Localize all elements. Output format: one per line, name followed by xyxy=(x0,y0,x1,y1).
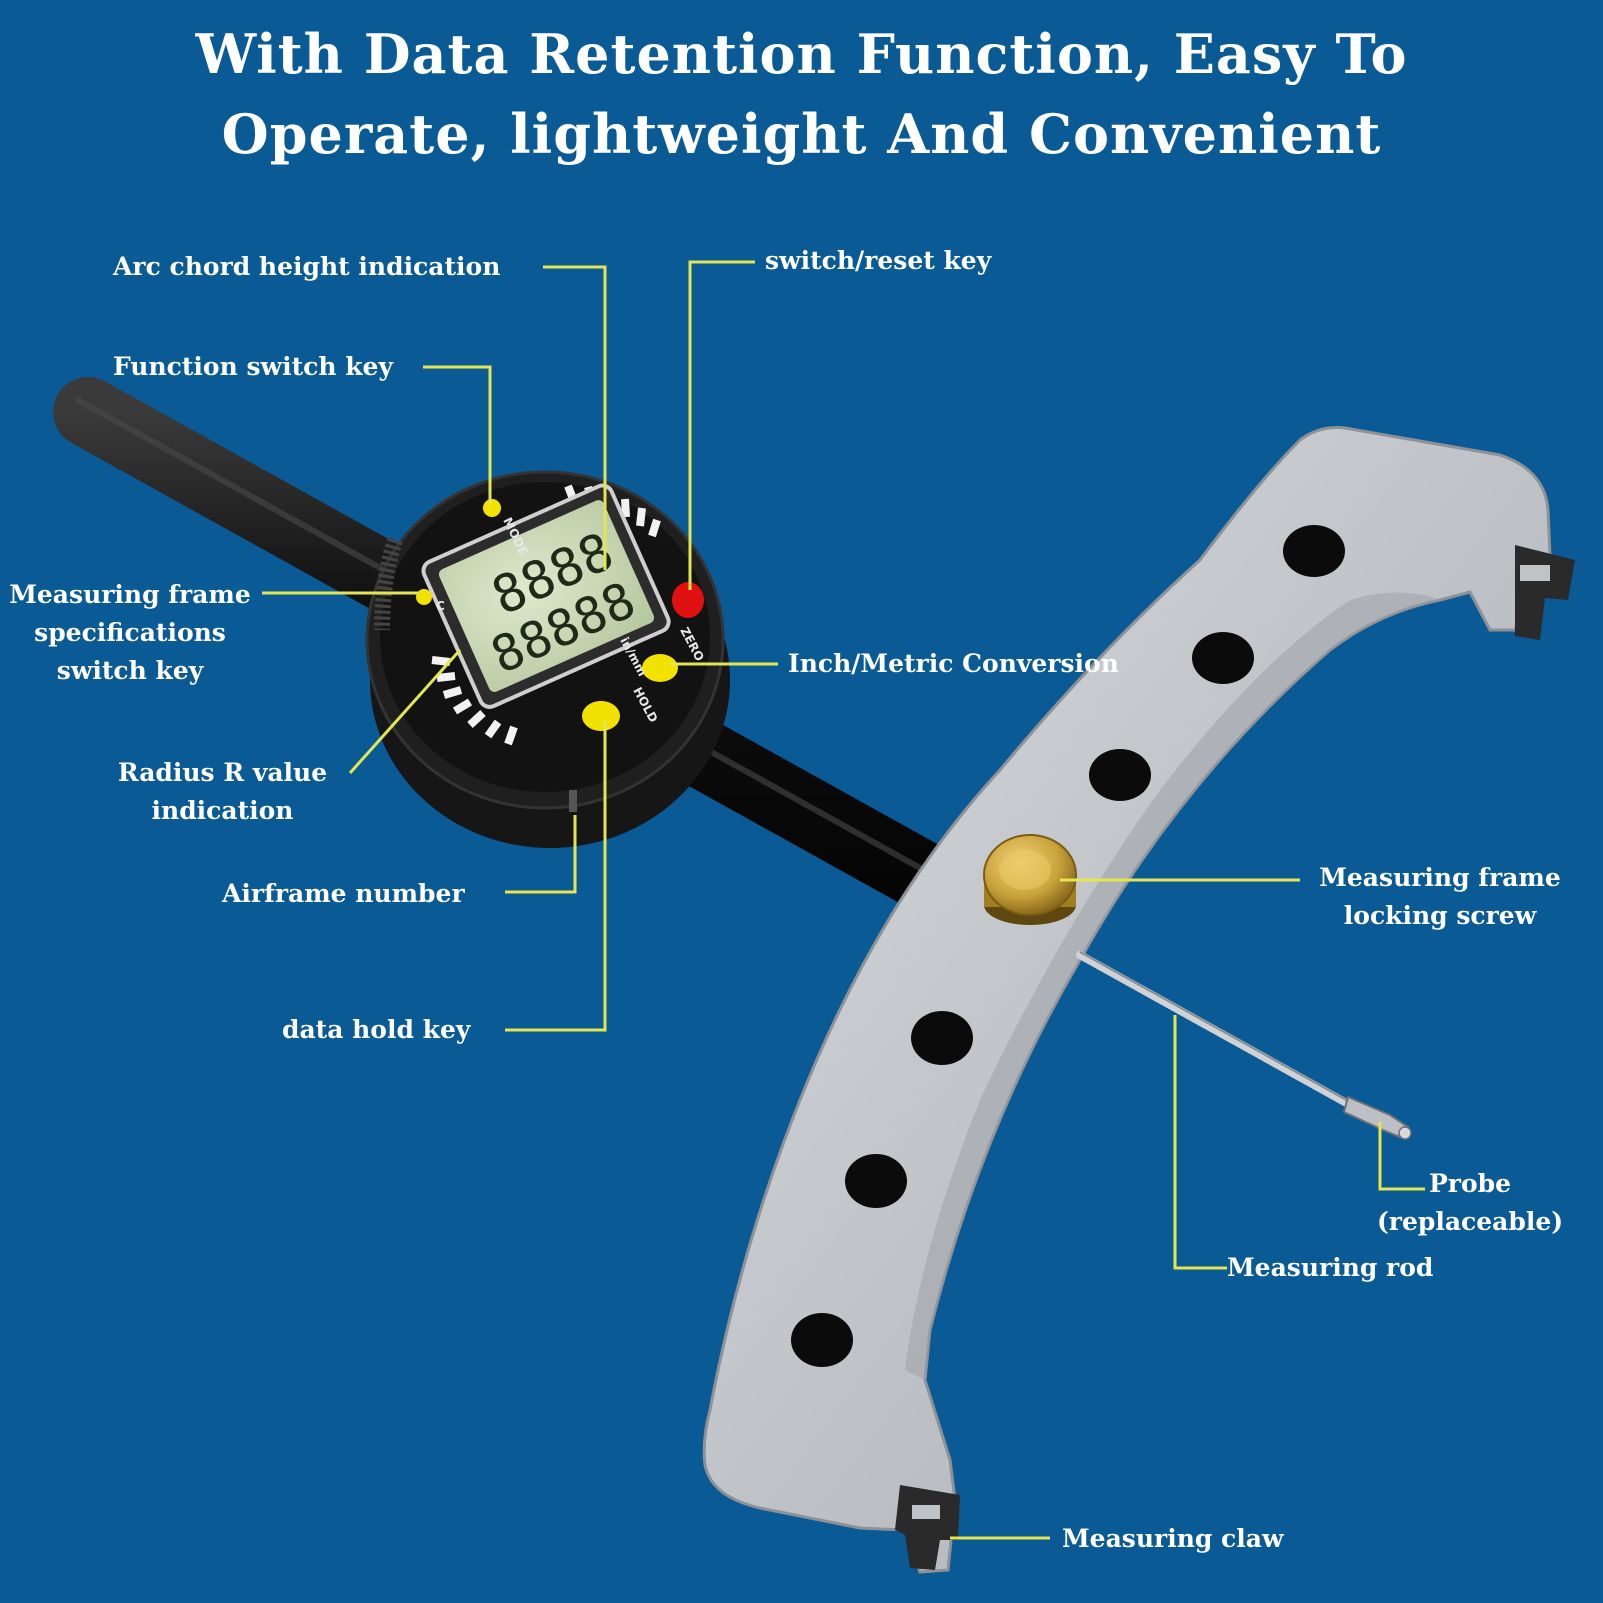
measuring-rod xyxy=(1076,951,1354,1109)
label-frame-spec-switch: Measuring frame specifications switch ke… xyxy=(0,576,260,690)
title-line-1: With Data Retention Function, Easy To xyxy=(195,22,1408,86)
measuring-claw xyxy=(895,1485,960,1570)
measuring-frame xyxy=(702,426,1575,1574)
lcd-display: 8888 88888 xyxy=(421,483,671,709)
label-frame-spec-line-3: switch key xyxy=(56,656,204,685)
inch-metric-button[interactable] xyxy=(642,654,678,682)
gauge-dial-icon: 8888 88888 MODE C in/mm ZERO HOLD xyxy=(365,470,730,848)
frame-spec-switch-button[interactable] xyxy=(416,589,432,605)
label-airframe-number: Airframe number xyxy=(222,879,465,908)
function-switch-button[interactable] xyxy=(483,499,501,517)
label-function-switch-key: Function switch key xyxy=(113,352,393,381)
label-frame-spec-line-2: specifications xyxy=(34,618,226,647)
label-data-hold-key: data hold key xyxy=(282,1015,471,1044)
label-locking-line-2: locking screw xyxy=(1343,901,1537,930)
label-locking-line-1: Measuring frame xyxy=(1319,863,1561,892)
page-title: With Data Retention Function, Easy To Op… xyxy=(0,14,1603,174)
label-measuring-claw: Measuring claw xyxy=(1062,1524,1284,1553)
label-frame-locking-screw: Measuring frame locking screw xyxy=(1305,859,1575,935)
label-measuring-rod: Measuring rod xyxy=(1227,1253,1434,1282)
label-radius-r-value: Radius R value indication xyxy=(100,754,345,830)
label-radius-line-1: Radius R value xyxy=(117,758,328,787)
label-arc-chord-height: Arc chord height indication xyxy=(113,252,501,281)
label-inch-metric-conversion: Inch/Metric Conversion xyxy=(788,649,1119,678)
frame-holes xyxy=(791,525,1345,1367)
label-switch-reset-key: switch/reset key xyxy=(765,246,992,275)
label-probe-line-1: Probe xyxy=(1428,1169,1512,1198)
probe xyxy=(1342,1095,1412,1140)
switch-reset-button[interactable] xyxy=(672,582,704,618)
label-frame-spec-line-1: Measuring frame xyxy=(9,580,251,609)
title-line-2: Operate, lightweight And Convenient xyxy=(221,102,1382,166)
leader-lines xyxy=(262,260,1425,1540)
label-probe-line-2: (replaceable) xyxy=(1376,1207,1564,1236)
label-probe: Probe (replaceable) xyxy=(1370,1165,1570,1241)
measuring-claw-top xyxy=(1515,545,1575,640)
label-radius-line-2: indication xyxy=(151,796,294,825)
airframe-number-plate xyxy=(569,790,577,812)
hold-button[interactable] xyxy=(582,701,620,731)
lock-screw-icon xyxy=(983,834,1077,925)
c-label: C xyxy=(436,599,445,613)
